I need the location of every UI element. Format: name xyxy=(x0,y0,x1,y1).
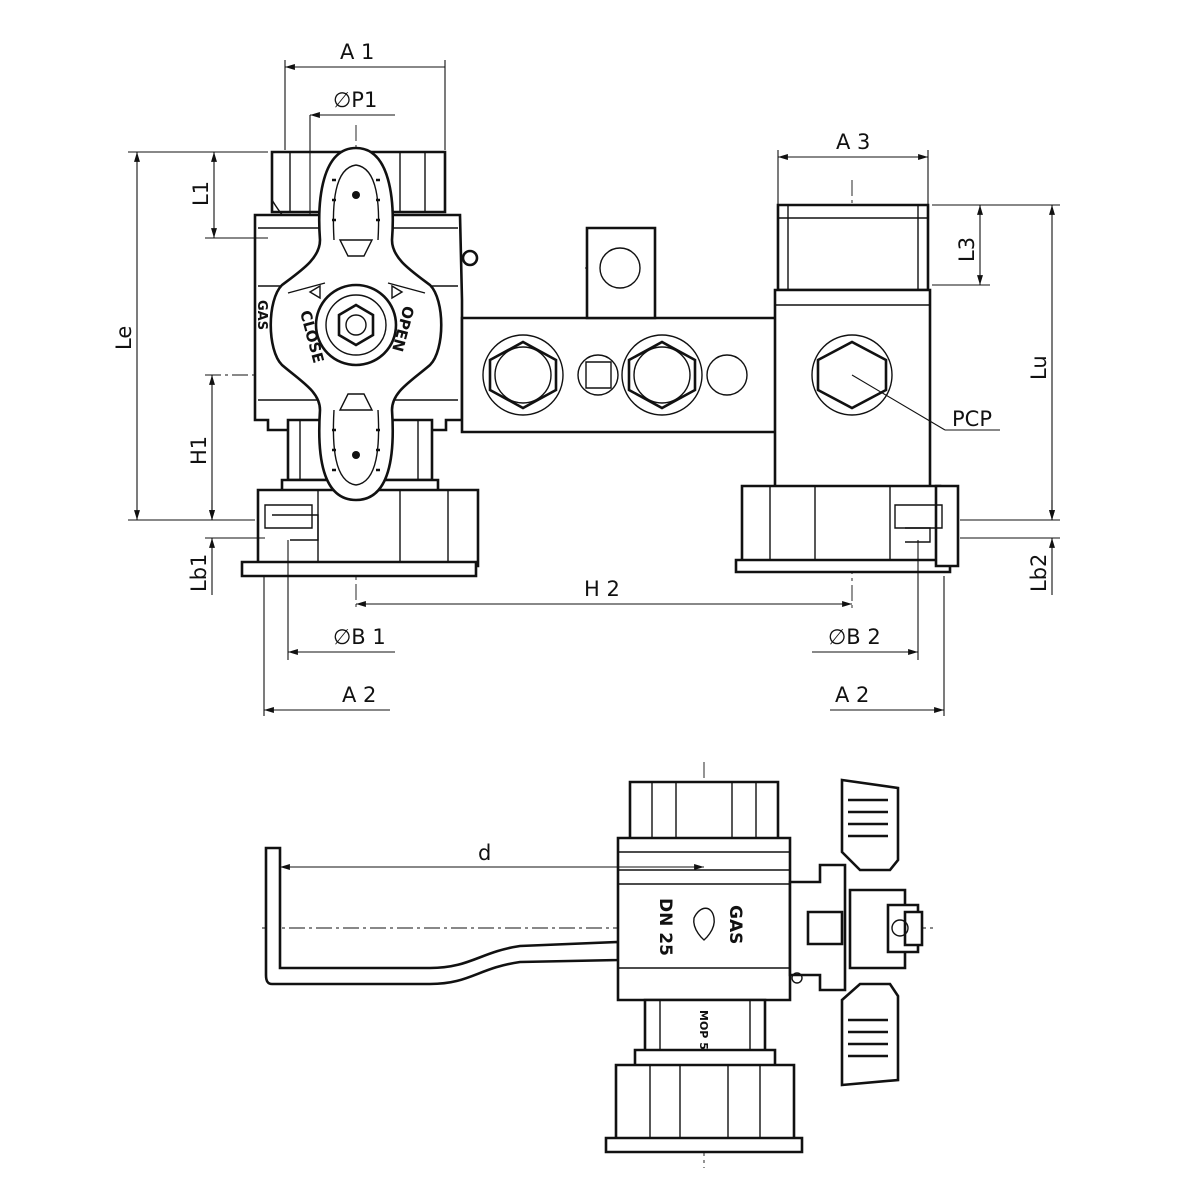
dimension-h1: H1 xyxy=(187,375,215,520)
hex-plug-1 xyxy=(482,334,564,416)
handle-ribs xyxy=(332,178,380,472)
dimension-a3: A 3 xyxy=(777,130,929,205)
front-view: CLOSE OPEN GAS xyxy=(112,40,1060,716)
label-lb2: Lb2 xyxy=(1027,554,1051,592)
label-h1: H1 xyxy=(187,436,211,465)
label-h2: H 2 xyxy=(584,577,620,601)
butterfly-handle: CLOSE OPEN GAS xyxy=(254,146,443,502)
dimension-l3: L3 xyxy=(932,204,990,286)
dimension-lb1: Lb1 xyxy=(187,500,265,595)
dn-marking: DN 25 xyxy=(655,898,675,956)
label-p1: ∅P1 xyxy=(333,88,377,112)
dimension-a2-left: A 2 xyxy=(263,576,390,716)
blind-plug xyxy=(706,354,748,396)
side-view: GAS DN 25 MOP 5 xyxy=(262,762,935,1168)
dimension-a1: A 1 xyxy=(284,40,446,150)
mounting-tab xyxy=(585,226,657,320)
label-a1: A 1 xyxy=(340,40,374,64)
dimension-h2: H 2 xyxy=(356,577,852,607)
side-lower-neck: MOP 5 xyxy=(604,998,804,1154)
mop-marking: MOP 5 xyxy=(697,1010,710,1050)
label-lu: Lu xyxy=(1027,355,1051,380)
label-l1: L1 xyxy=(189,181,213,206)
label-b2: ∅B 2 xyxy=(828,625,881,649)
label-a2-right: A 2 xyxy=(835,683,869,707)
side-top-nut xyxy=(628,780,780,842)
label-a3: A 3 xyxy=(836,130,870,154)
gas-marking: GAS xyxy=(725,905,745,944)
dimension-l1: L1 xyxy=(189,151,268,239)
hex-plug-2 xyxy=(621,334,703,416)
label-a2-left: A 2 xyxy=(342,683,376,707)
callout-pcp: PCP xyxy=(851,374,1000,431)
label-b1: ∅B 1 xyxy=(333,625,386,649)
label-l3: L3 xyxy=(955,237,979,262)
side-valve-body: GAS DN 25 xyxy=(616,836,792,1002)
label-pcp: PCP xyxy=(952,407,992,431)
side-handle-ribs xyxy=(848,798,888,1058)
side-bracket xyxy=(264,846,620,986)
side-stem-block xyxy=(788,863,847,992)
label-d: d xyxy=(478,841,491,865)
square-socket xyxy=(577,354,619,396)
dimension-p1: ∅P1 xyxy=(309,88,395,215)
dimension-d: d xyxy=(280,841,704,870)
dimension-le: Le xyxy=(112,151,255,521)
dimension-b1: ∅B 1 xyxy=(287,540,395,660)
dimension-lb2: Lb2 xyxy=(960,500,1060,595)
label-lb1: Lb1 xyxy=(187,554,211,592)
dimension-lu: Lu xyxy=(960,204,1060,521)
dimension-a2-right: A 2 xyxy=(830,576,945,716)
manifold-bar xyxy=(460,316,782,434)
dimension-b2: ∅B 2 xyxy=(812,540,919,660)
label-le: Le xyxy=(112,326,136,350)
side-handle xyxy=(840,778,924,1087)
gas-side-marking: GAS xyxy=(254,300,269,330)
